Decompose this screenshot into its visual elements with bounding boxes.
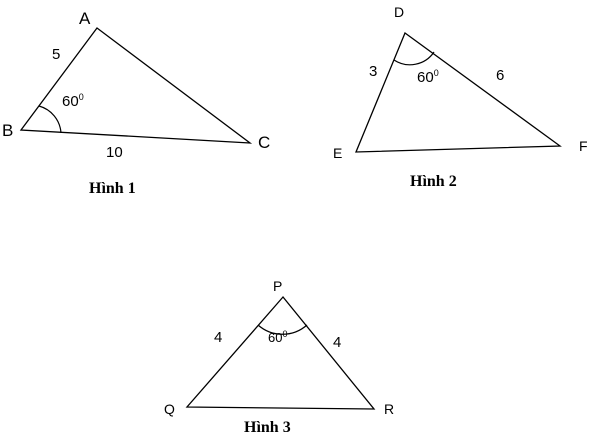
vertex-d-label: D xyxy=(394,4,404,20)
angle-p-arc xyxy=(257,324,308,335)
angle-d-arc xyxy=(393,51,435,66)
side-df-length: 6 xyxy=(496,67,504,84)
triangle-pqr: P Q R 4 4 600 Hình 3 xyxy=(164,278,394,436)
side-pr-length: 4 xyxy=(333,334,341,351)
side-ab-length: 5 xyxy=(52,46,60,63)
angle-b-arc xyxy=(38,105,62,134)
angle-d-label: 600 xyxy=(417,68,439,86)
vertex-e-label: E xyxy=(333,145,342,161)
angle-p-label: 600 xyxy=(268,329,287,345)
triangle-def-outline xyxy=(355,31,562,153)
triangle-def: D E F 3 6 600 Hình 2 xyxy=(333,4,588,190)
vertex-q-label: Q xyxy=(164,401,175,417)
vertex-p-label: P xyxy=(273,278,282,294)
vertex-r-label: R xyxy=(384,401,394,417)
angle-b-label: 600 xyxy=(62,92,84,110)
figure-1-caption: Hình 1 xyxy=(89,180,136,197)
triangle-abc: A B C 5 10 600 Hình 1 xyxy=(2,9,270,197)
vertex-b-label: B xyxy=(2,121,13,140)
side-pq-length: 4 xyxy=(214,329,222,346)
figure-3-caption: Hình 3 xyxy=(244,419,291,436)
side-bc-length: 10 xyxy=(106,144,123,161)
triangle-pqr-outline xyxy=(185,295,376,410)
side-de-length: 3 xyxy=(369,63,377,80)
vertex-c-label: C xyxy=(258,133,270,152)
vertex-a-label: A xyxy=(79,9,91,28)
triangle-abc-outline xyxy=(19,27,253,144)
vertex-f-label: F xyxy=(579,138,588,154)
figure-2-caption: Hình 2 xyxy=(410,173,457,190)
